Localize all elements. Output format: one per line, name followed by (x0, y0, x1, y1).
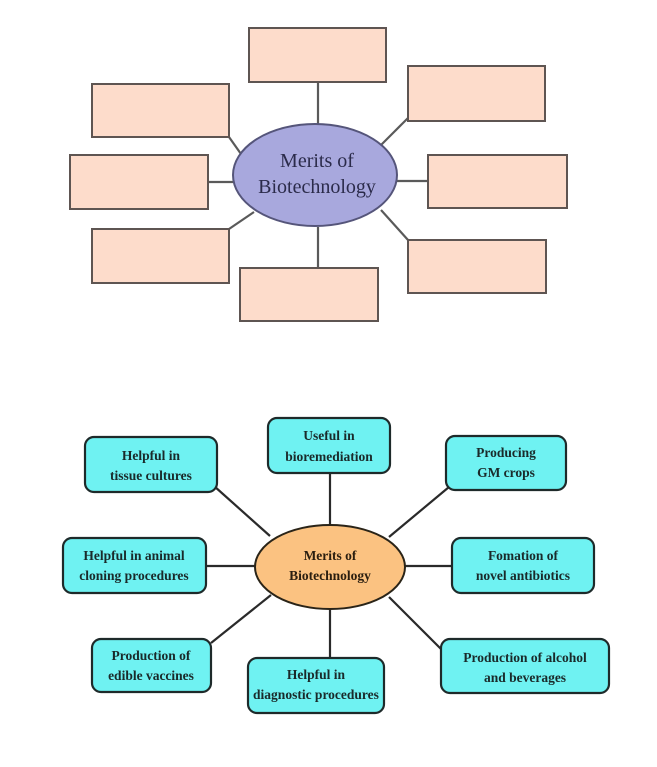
merit-box-bottom: Helpful in diagnostic procedures (246, 656, 386, 715)
merit-box-bottom-right: Production of alcohol and beverages (439, 637, 611, 695)
merit-text-line-1: Production of alcohol (463, 650, 587, 665)
merit-text-line-2: novel antibiotics (476, 568, 570, 583)
connector-top-left (213, 485, 271, 537)
blank-box-top-left (91, 83, 230, 138)
blank-box-top-right (407, 65, 546, 122)
connector-top-right (388, 486, 450, 538)
hub-label-line-2: Biotechnology (258, 176, 376, 198)
merit-text-line-1: Fomation of (488, 548, 559, 563)
blank-box-bottom (239, 267, 379, 322)
merit-text-line-2: diagnostic procedures (253, 687, 379, 702)
hub-ellipse-top (232, 123, 398, 227)
blank-box-top (248, 27, 387, 83)
merit-box-top-left: Helpful in tissue cultures (83, 435, 219, 494)
connector-bottom-left (228, 211, 255, 230)
hub-label-line-1: Merits of (304, 548, 357, 563)
merit-text-line-1: Useful in (303, 428, 355, 443)
blank-box-left (69, 154, 209, 210)
merit-text-line-1: Helpful in (287, 667, 346, 682)
merit-text-line-2: cloning procedures (79, 568, 188, 583)
merit-text-line-2: edible vaccines (108, 668, 194, 683)
merit-text-line-2: bioremediation (285, 449, 373, 464)
merit-box-bottom-left: Production of edible vaccines (90, 637, 213, 694)
blank-box-bottom-right (407, 239, 547, 294)
hub-ellipse-bottom (254, 524, 406, 610)
merit-text-line-1: Helpful in animal (83, 548, 185, 563)
bottom-mind-map: Useful in bioremediation Producing GM cr… (61, 416, 611, 715)
blank-box-bottom-left (91, 228, 230, 284)
connector-bottom-right (380, 209, 409, 241)
merit-text-line-2: and beverages (484, 670, 566, 685)
merit-box-top-right: Producing GM crops (444, 434, 568, 492)
top-mind-map: Merits of Biotechnology (69, 27, 568, 322)
merit-text-line-2: tissue cultures (110, 468, 192, 483)
hub-label-line-2: Biotechnology (289, 568, 371, 583)
connector-top-left (228, 136, 242, 155)
merit-box-left: Helpful in animal cloning procedures (61, 536, 208, 595)
merit-text-line-1: Production of (112, 648, 191, 663)
merit-text-line-1: Helpful in (122, 448, 181, 463)
merit-box-right: Fomation of novel antibiotics (450, 536, 596, 595)
connector-bottom-right (388, 596, 442, 650)
connector-bottom-left (210, 594, 272, 644)
merit-box-top: Useful in bioremediation (266, 416, 392, 475)
merit-text-line-1: Producing (476, 445, 536, 460)
connector-top-right (380, 117, 409, 146)
blank-box-right (427, 154, 568, 209)
hub-label-line-1: Merits of (280, 150, 354, 172)
merit-text-line-2: GM crops (477, 465, 535, 480)
